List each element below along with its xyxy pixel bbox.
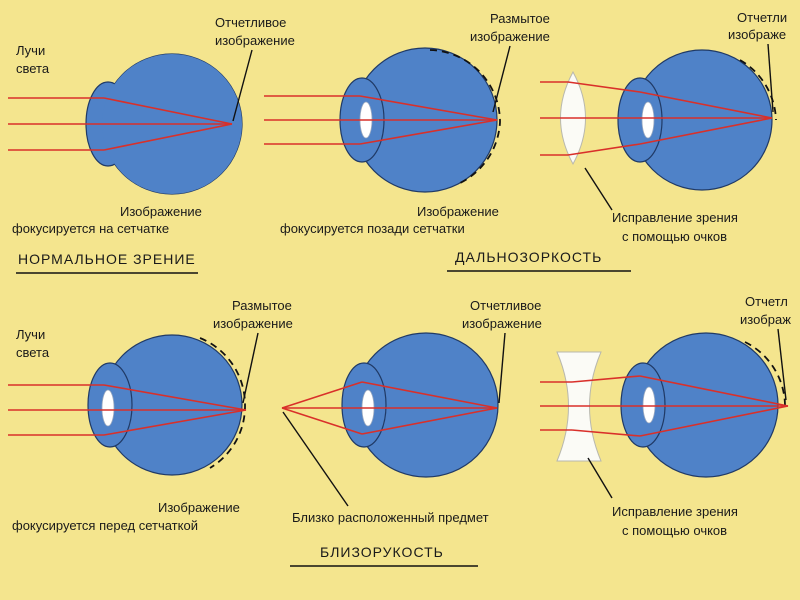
heading-nearsightedness: БЛИЗОРУКОСТЬ [320,544,444,560]
rays-near-object [281,381,498,435]
label-focus-on-retina: фокусируется на сетчатке [12,221,169,236]
label-clear-image-6a: Отчетл [745,294,788,309]
label-focus-before-retina: фокусируется перед сетчаткой [12,518,198,533]
pointer-clear-image-5 [498,332,506,404]
label-blurred-image-1a: Размытое [490,11,550,26]
rays-nearsighted-corrected [540,375,789,437]
pointer-blurred-image-2 [242,332,259,404]
eye-nearsighted [87,334,246,476]
pointer-near-object [282,411,349,507]
pointer-clear-image-6 [777,328,787,401]
label-light-rays-1b: света [16,61,50,76]
heading-farsightedness: ДАЛЬНОЗОРКОСТЬ [455,249,602,265]
pointer-blurred-image-1 [492,45,511,113]
label-correction-2a: Исправление зрения [612,504,738,519]
label-blurred-image-2b: изображение [213,316,293,331]
eye-near-object [341,332,499,478]
heading-normal-vision: НОРМАЛЬНОЕ ЗРЕНИЕ [18,251,196,267]
pointer-clear-image-1 [232,49,253,122]
label-clear-image-3b: изображе [728,27,786,42]
label-image-1: Изображение [120,204,202,219]
label-light-rays-1a: Лучи [16,43,45,58]
label-image-2: Изображение [417,204,499,219]
label-near-object: Близко расположенный предмет [292,510,489,525]
label-clear-image-5a: Отчетливое [470,298,541,313]
label-correction-2b: с помощью очков [622,523,727,538]
rays-farsighted-corrected [540,81,773,156]
label-clear-image-1b: изображение [215,33,295,48]
label-image-4: Изображение [158,500,240,515]
label-correction-1b: с помощью очков [622,229,727,244]
pointer-correction-2 [587,457,613,499]
rays-farsighted [264,95,498,145]
pointer-correction-1 [584,167,613,211]
label-blurred-image-2a: Размытое [232,298,292,313]
pointer-clear-image-3 [767,43,774,113]
rays-nearsighted [8,384,247,436]
label-light-rays-2b: света [16,345,50,360]
label-correction-1a: Исправление зрения [612,210,738,225]
eye-nearsighted-corrected [620,332,786,478]
label-clear-image-6b: изображ [740,312,791,327]
label-clear-image-5b: изображение [462,316,542,331]
label-blurred-image-1b: изображение [470,29,550,44]
rays-normal [8,97,233,151]
label-clear-image-3a: Отчетли [737,10,787,25]
label-focus-behind-retina: фокусируется позади сетчатки [280,221,465,236]
label-light-rays-2a: Лучи [16,327,45,342]
eye-farsighted-corrected [617,49,777,191]
label-clear-image-1a: Отчетливое [215,15,286,30]
